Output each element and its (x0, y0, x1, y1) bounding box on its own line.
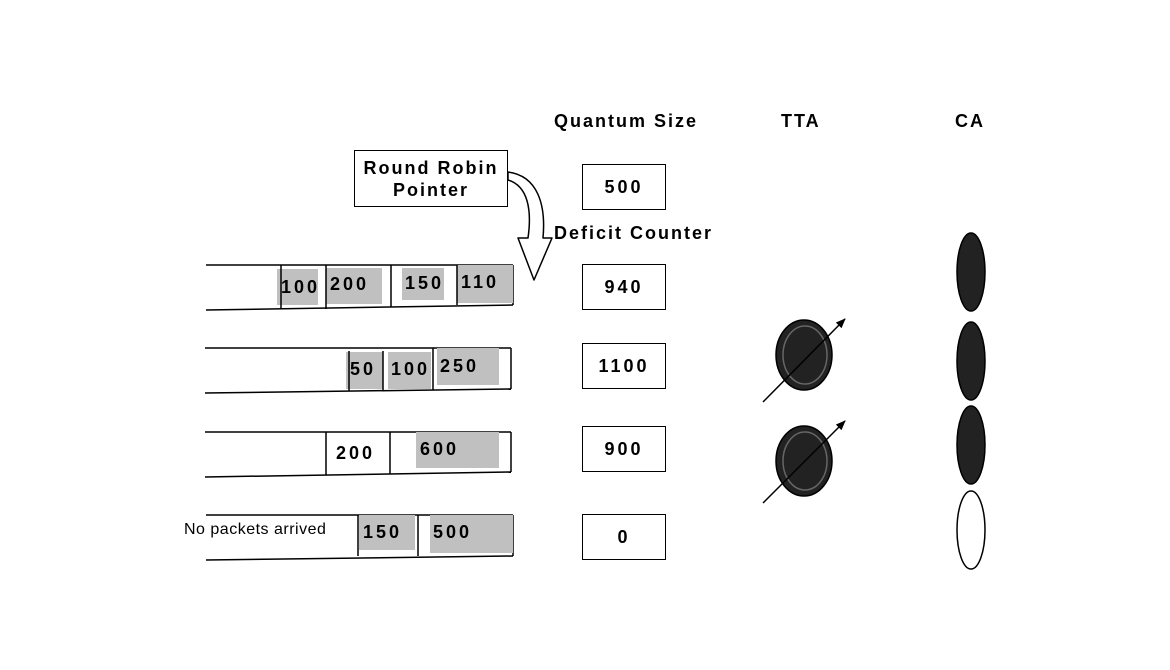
quantum-size-header: Quantum Size (554, 111, 699, 131)
packet-100 (388, 352, 431, 389)
packet-label: 100 (391, 359, 430, 379)
queue-4: 150 500 (205, 514, 514, 561)
packet-600 (416, 432, 499, 468)
queue-3: 200 600 (204, 431, 512, 478)
pointer-arrow (507, 171, 553, 281)
packet-label: 50 (350, 359, 376, 379)
ca-header: CA (955, 111, 985, 131)
ca-indicator-3 (956, 405, 986, 485)
deficit-counter-header: Deficit Counter (554, 223, 714, 243)
tta-indicator-2 (762, 318, 846, 403)
packet-500 (430, 515, 513, 553)
ca-indicator-1 (956, 232, 986, 312)
round-robin-label-line1: Round Robin (363, 158, 499, 178)
packet-label: 100 (281, 277, 320, 297)
ca-indicator-4 (956, 490, 986, 570)
queue-2: 50 100 250 (204, 347, 512, 394)
packet-label: 150 (363, 522, 402, 542)
tta-header: TTA (781, 111, 821, 131)
tta-indicator-3 (762, 420, 846, 504)
packet-200 (326, 268, 382, 304)
packet-150 (402, 268, 444, 300)
packet-label: 250 (440, 356, 479, 376)
deficit-counter-box-3: 900 (582, 426, 666, 472)
round-robin-pointer-box: Round Robin Pointer (354, 150, 508, 207)
no-packets-note: No packets arrived (184, 521, 327, 538)
packet-label: 500 (433, 522, 472, 542)
packet-label: 600 (420, 439, 459, 459)
packet-label: 200 (330, 274, 369, 294)
packet-label: 110 (461, 272, 499, 292)
packet-label: 200 (336, 443, 375, 463)
deficit-counter-box-2: 1100 (582, 343, 666, 389)
packet-110 (457, 265, 513, 303)
deficit-counter-box-1: 940 (582, 264, 666, 310)
packet-250 (437, 348, 499, 385)
packet-50 (346, 352, 383, 389)
packet-100 (277, 269, 318, 305)
ca-indicator-2 (956, 321, 986, 401)
packet-label: 150 (405, 273, 444, 293)
round-robin-label-line2: Pointer (392, 180, 469, 200)
packet-150 (359, 515, 415, 550)
deficit-counter-box-4: 0 (582, 514, 666, 560)
quantum-size-box: 500 (582, 164, 666, 210)
queue-1: 100 200 150 110 (205, 264, 514, 311)
